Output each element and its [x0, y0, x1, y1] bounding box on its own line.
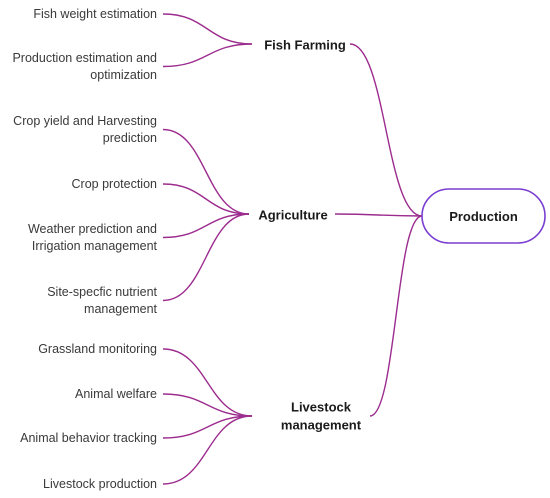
- leaf-connector: [162, 43, 253, 68]
- leaf-node-label: Crop protection: [72, 177, 158, 191]
- leaf-node-label: Livestock production: [43, 477, 157, 491]
- leaf-node-label: Animal welfare: [75, 387, 157, 401]
- leaf-node-label-line: Weather prediction and: [28, 222, 157, 236]
- root-node-label: Production: [449, 209, 518, 224]
- root-node: Production: [421, 188, 546, 244]
- leaf-node-label-line: Production estimation and: [12, 51, 157, 65]
- category-connector: [369, 215, 423, 417]
- root-node-box: [421, 188, 546, 244]
- category-node-label-line: Agriculture: [258, 208, 327, 223]
- leaf-connector: [162, 128, 250, 215]
- category-node-label-line: management: [281, 418, 362, 433]
- leaf-node-label-line: Crop protection: [72, 177, 158, 191]
- category-node-label: Agriculture: [258, 208, 327, 223]
- leaf-node-label-line: Animal behavior tracking: [20, 431, 157, 445]
- leaf-node-label-line: Grassland monitoring: [38, 342, 157, 356]
- category-node-label-line: Livestock: [291, 400, 352, 415]
- leaf-node-label: Production estimation and optimization: [12, 51, 157, 82]
- leaf-node-label-line: Animal welfare: [75, 387, 157, 401]
- leaf-node-label-line: Crop yield and Harvesting: [13, 114, 157, 128]
- leaf-node-label: Fish weight estimation: [33, 7, 157, 21]
- leaf-node-label-line: Fish weight estimation: [33, 7, 157, 21]
- category-node-label: Livestock management: [281, 400, 362, 433]
- leaf-node-label: Site-specfic nutrient management: [47, 285, 157, 316]
- leaf-node-label-line: management: [84, 302, 157, 316]
- leaf-node-label: Animal behavior tracking: [20, 431, 157, 445]
- category-node-label: Fish Farming: [264, 38, 346, 53]
- leaf-node-label-line: Livestock production: [43, 477, 157, 491]
- leaf-connector: [162, 213, 250, 302]
- category-connector: [349, 43, 423, 217]
- leaf-connector: [162, 415, 253, 485]
- leaf-node-label-line: Irrigation management: [32, 239, 158, 253]
- leaf-connector: [162, 213, 250, 239]
- leaf-node-label-line: Site-specfic nutrient: [47, 285, 157, 299]
- leaf-connector: [162, 415, 253, 439]
- leaf-node-label-line: prediction: [103, 131, 157, 145]
- category-node-label-line: Fish Farming: [264, 38, 346, 53]
- leaf-node-label-line: optimization: [90, 68, 157, 82]
- leaf-connector: [162, 393, 253, 417]
- leaf-node-label: Grassland monitoring: [38, 342, 157, 356]
- leaf-node-label: Crop yield and Harvesting prediction: [13, 114, 157, 145]
- leaf-connector: [162, 183, 250, 215]
- connector-lines: [162, 13, 423, 485]
- category-connector: [334, 213, 423, 217]
- leaf-connector: [162, 348, 253, 417]
- leaf-connector: [162, 13, 253, 45]
